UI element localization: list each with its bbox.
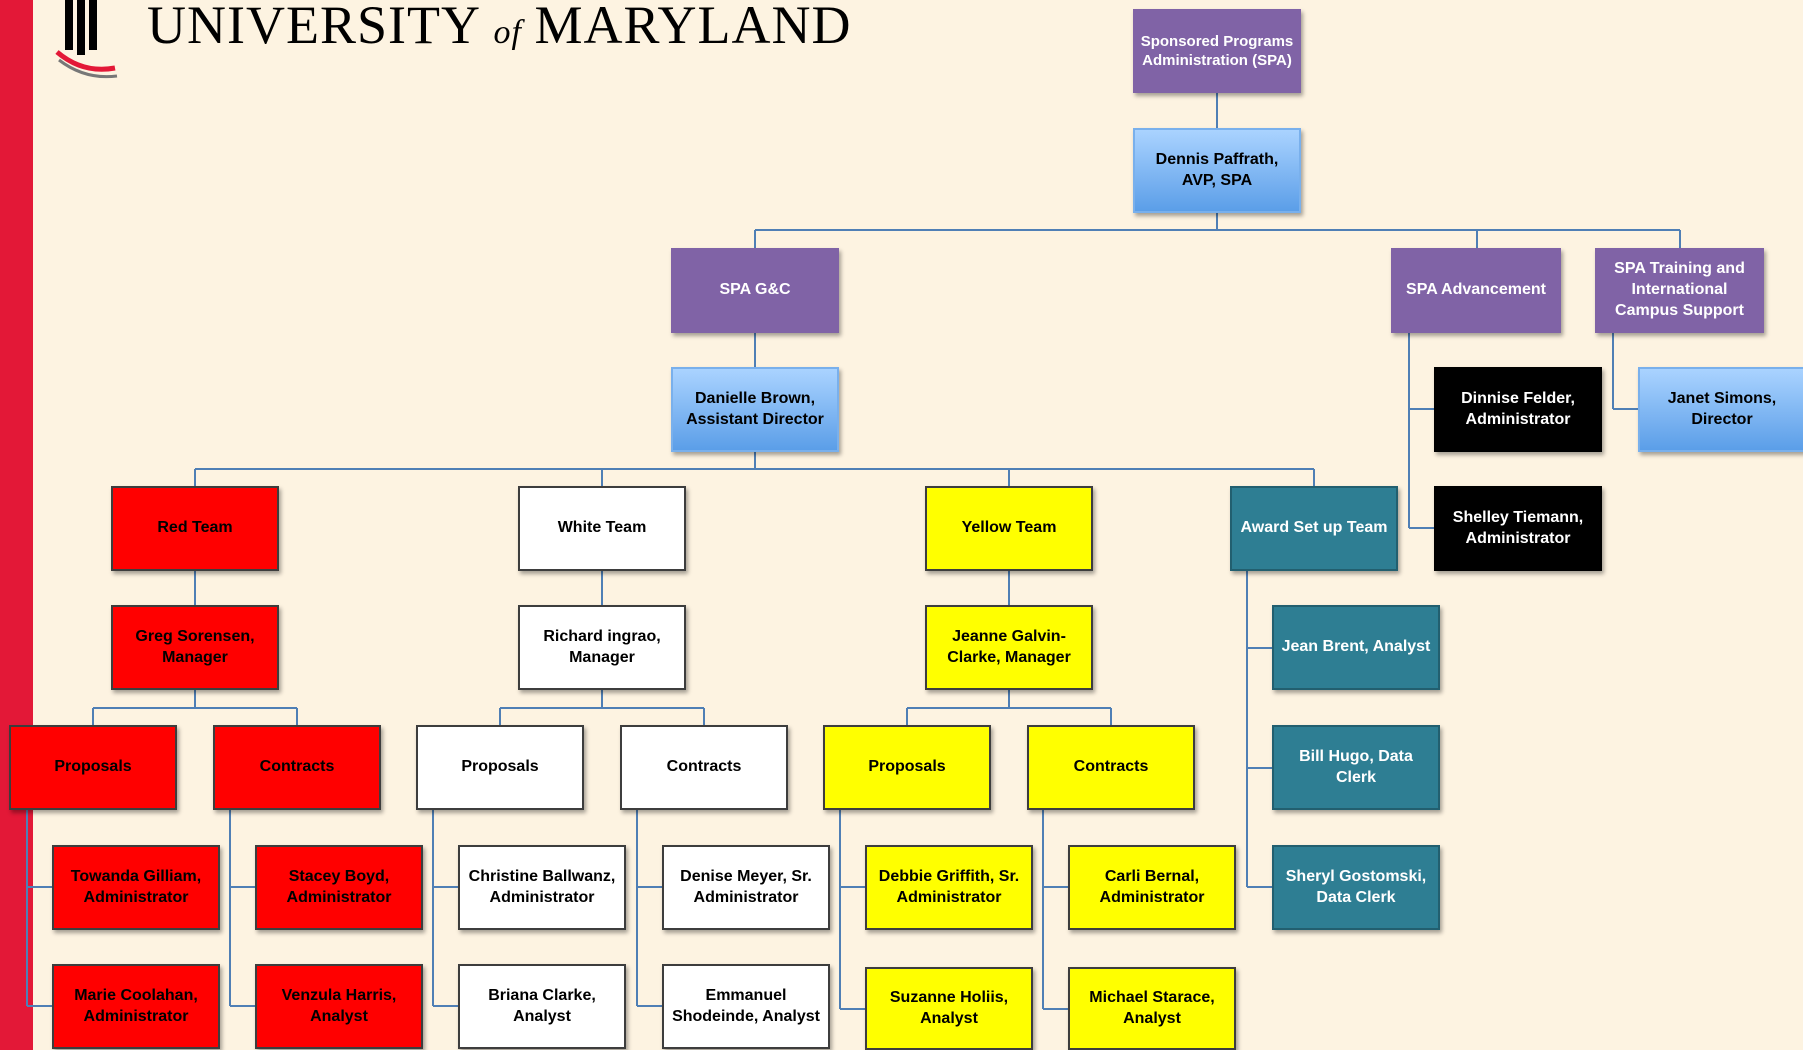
node-briana-clarke: Briana Clarke, Analyst xyxy=(458,964,626,1049)
node-white-team: White Team xyxy=(518,486,686,571)
node-denise-meyer: Denise Meyer, Sr. Administrator xyxy=(662,845,830,930)
node-richard-ingrao: Richard ingrao, Manager xyxy=(518,605,686,690)
logo-text-of: of xyxy=(493,14,522,51)
node-towanda-gilliam: Towanda Gilliam, Administrator xyxy=(52,845,220,930)
node-carli-bernal: Carli Bernal, Administrator xyxy=(1068,845,1236,930)
node-greg-sorensen: Greg Sorensen, Manager xyxy=(111,605,279,690)
node-yellow-contracts: Contracts xyxy=(1027,725,1195,810)
node-dinnise-felder: Dinnise Felder, Administrator xyxy=(1434,367,1602,452)
node-venzula-harris: Venzula Harris, Analyst xyxy=(255,964,423,1049)
node-stacey-boyd: Stacey Boyd, Administrator xyxy=(255,845,423,930)
university-seal-icon xyxy=(55,0,118,79)
node-michael-starace: Michael Starace, Analyst xyxy=(1068,967,1236,1050)
node-award-setup-team: Award Set up Team xyxy=(1230,486,1398,571)
node-marie-coolahan: Marie Coolahan, Administrator xyxy=(52,964,220,1049)
node-dennis-paffrath: Dennis Paffrath, AVP, SPA xyxy=(1133,128,1301,213)
node-red-team: Red Team xyxy=(111,486,279,571)
node-spa-training: SPA Training and International Campus Su… xyxy=(1595,248,1764,333)
node-white-contracts: Contracts xyxy=(620,725,788,810)
university-logo: UNIVERSITY of MARYLAND xyxy=(55,0,850,82)
node-yellow-proposals: Proposals xyxy=(823,725,991,810)
node-shelley-tiemann: Shelley Tiemann, Administrator xyxy=(1434,486,1602,571)
node-jeanne-galvin-clarke: Jeanne Galvin-Clarke, Manager xyxy=(925,605,1093,690)
node-christine-ballwanz: Christine Ballwanz, Administrator xyxy=(458,845,626,930)
node-spa: Sponsored Programs Administration (SPA) xyxy=(1133,9,1301,93)
node-yellow-team: Yellow Team xyxy=(925,486,1093,571)
node-white-proposals: Proposals xyxy=(416,725,584,810)
node-spa-advancement: SPA Advancement xyxy=(1391,248,1561,333)
node-emmanuel-shodeinde: Emmanuel Shodeinde, Analyst xyxy=(662,964,830,1049)
node-red-contracts: Contracts xyxy=(213,725,381,810)
logo-text-maryland: MARYLAND xyxy=(534,0,852,55)
node-bill-hugo: Bill Hugo, Data Clerk xyxy=(1272,725,1440,810)
logo-text-university: UNIVERSITY xyxy=(147,0,481,55)
node-jean-brent: Jean Brent, Analyst xyxy=(1272,605,1440,690)
node-suzanne-holiis: Suzanne Holiis, Analyst xyxy=(865,967,1033,1050)
node-janet-simons: Janet Simons, Director xyxy=(1638,367,1803,452)
node-debbie-griffith: Debbie Griffith, Sr. Administrator xyxy=(865,845,1033,930)
node-red-proposals: Proposals xyxy=(9,725,177,810)
node-spa-gc: SPA G&C xyxy=(671,248,839,333)
node-danielle-brown: Danielle Brown, Assistant Director xyxy=(671,367,839,452)
node-sheryl-gostomski: Sheryl Gostomski, Data Clerk xyxy=(1272,845,1440,930)
